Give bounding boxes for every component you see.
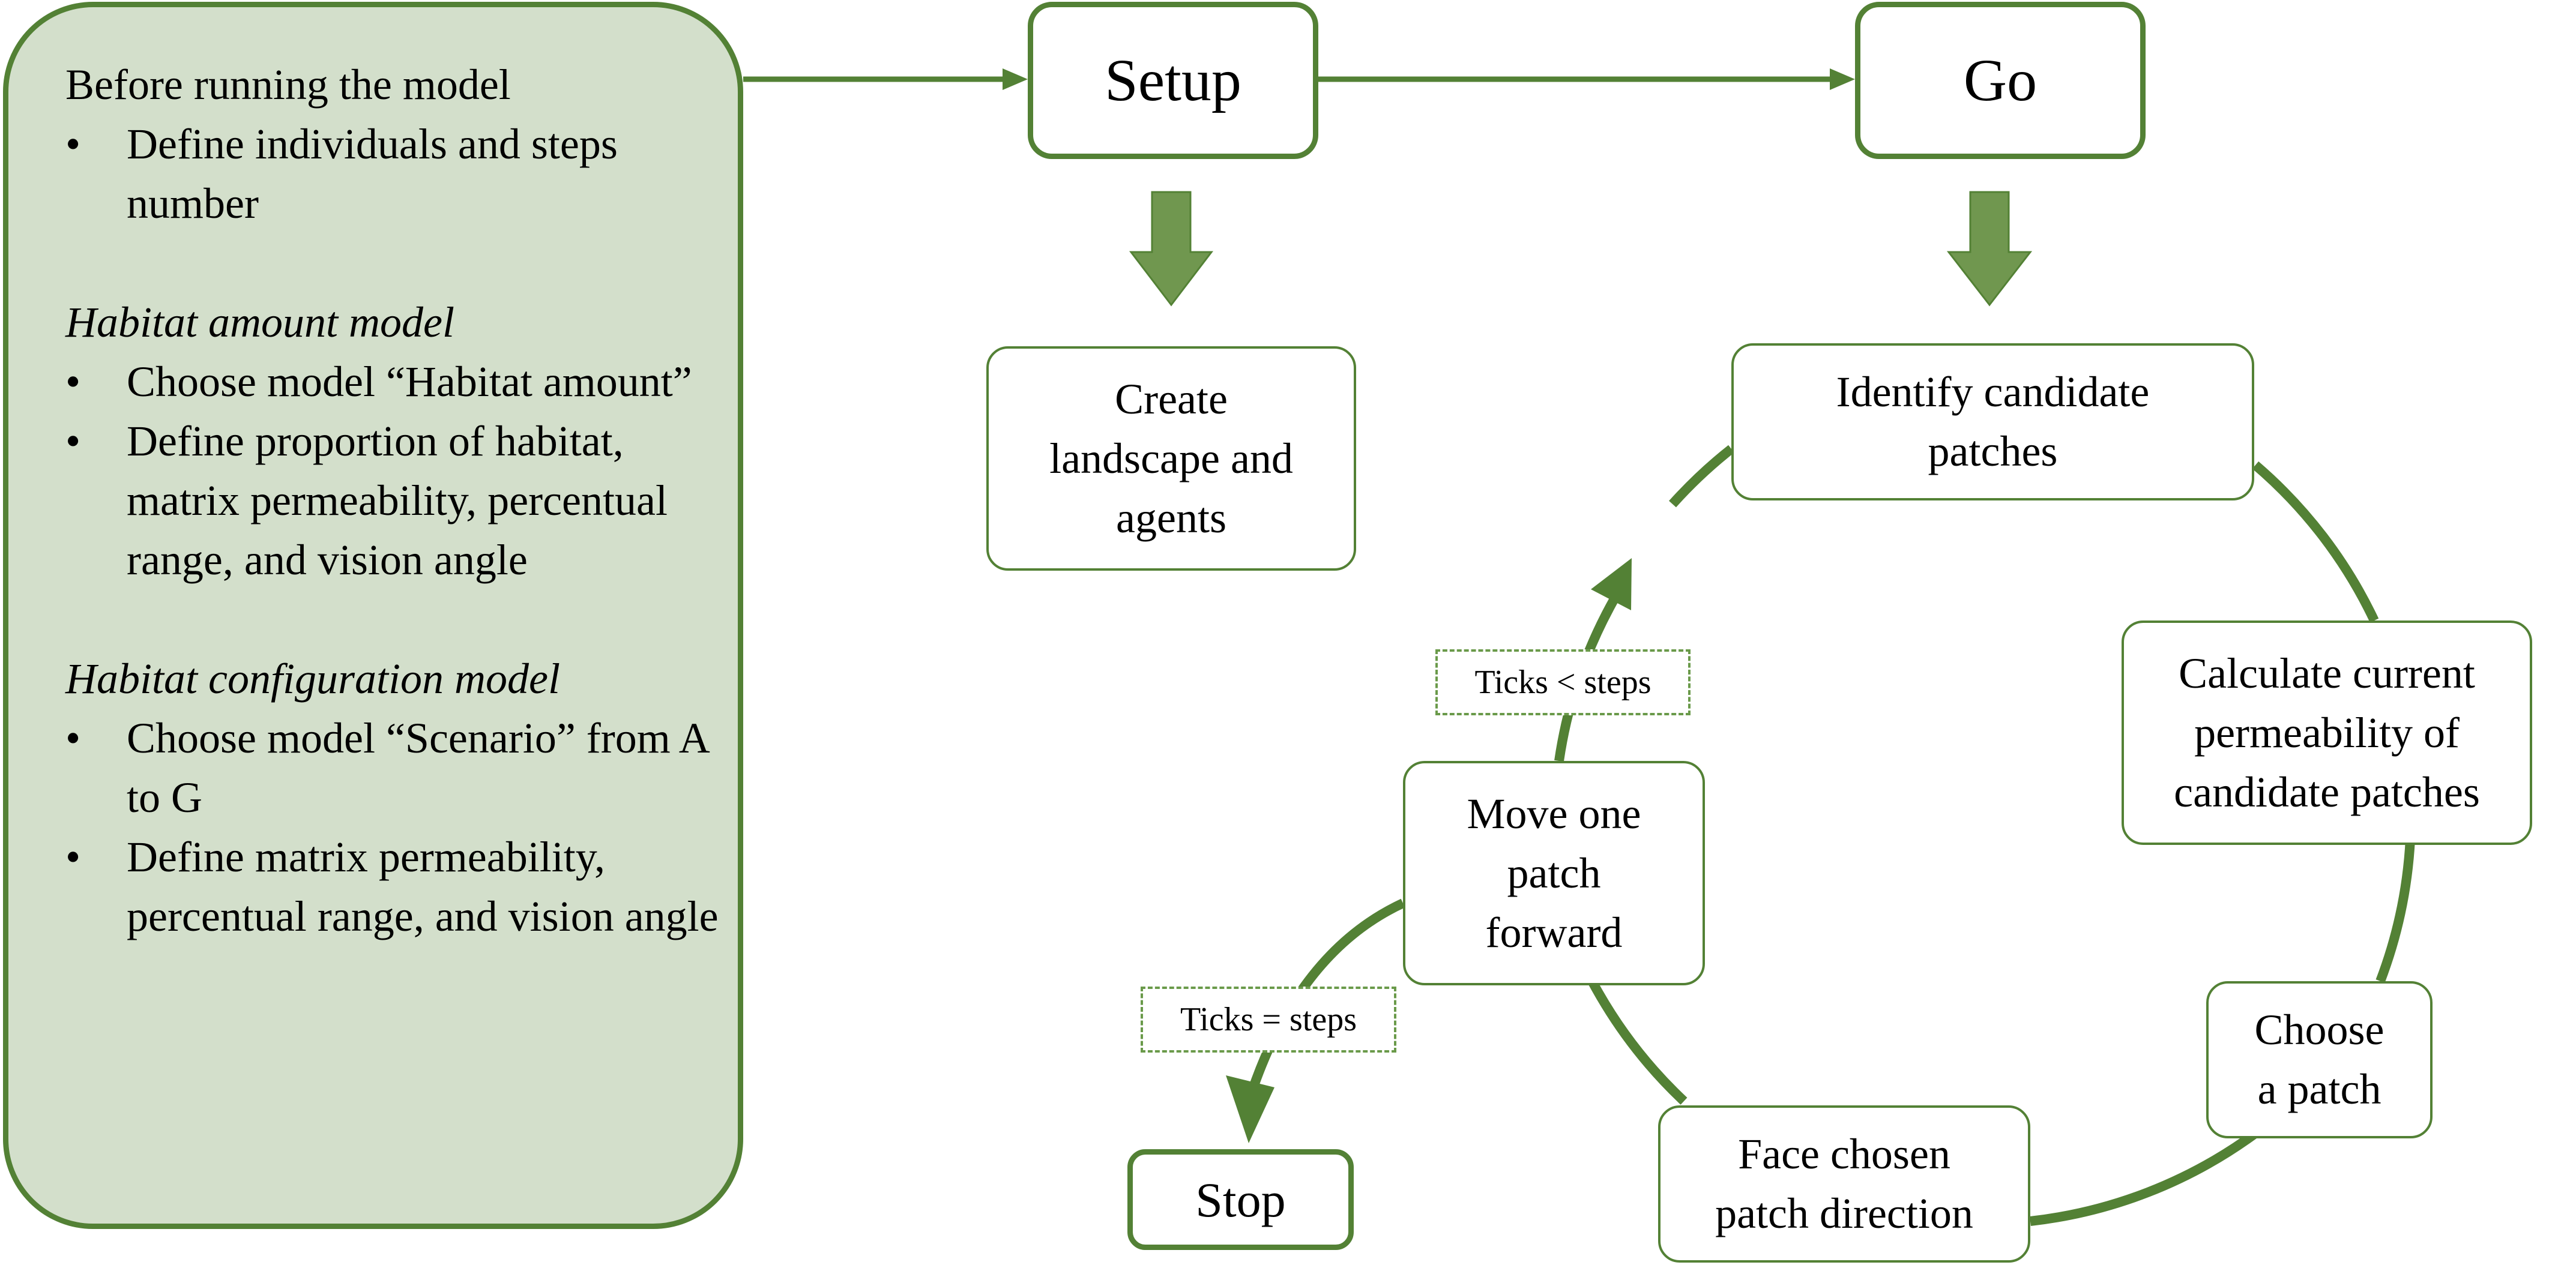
- habitat-configuration-heading: Habitat configuration model: [65, 655, 560, 703]
- habitat-amount-list: • Choose model “Habitat amount” • Define p…: [65, 352, 720, 590]
- node-line: patch direction: [1715, 1189, 1973, 1237]
- habitat-configuration-list: • Choose model “Scenario” from A to G • De…: [65, 709, 720, 946]
- setup-to-go-arrowhead: [1830, 68, 1855, 90]
- habitat-amount-heading: Habitat amount model: [65, 298, 454, 346]
- move-to-stop-connector: [1247, 898, 1405, 1094]
- setup-label: Setup: [1105, 47, 1241, 113]
- setup-down-block-arrow: [1129, 191, 1214, 307]
- node-line: candidate patches: [2174, 768, 2480, 816]
- bullet-marker: •: [65, 833, 81, 881]
- instructions-text: Before running the model • Define individ…: [65, 55, 720, 946]
- list-item-text: Define proportion of habitat, matrix per…: [127, 417, 668, 584]
- list-item-text: Define individuals and steps number: [127, 120, 618, 227]
- node-line: Identify candidate: [1836, 368, 2150, 416]
- condition-continue-label: Ticks < steps: [1435, 649, 1691, 715]
- setup-node: Setup: [1028, 2, 1318, 159]
- panel-intro: Before running the model: [65, 61, 511, 109]
- list-item: • Define proportion of habitat, matrix pe…: [65, 412, 720, 590]
- cycle-arc-into-identify: [1669, 445, 1734, 508]
- node-line: Move one: [1467, 789, 1641, 838]
- go-down-block-arrow: [1946, 191, 2033, 307]
- list-item-text: Choose model “Habitat amount”: [127, 358, 692, 406]
- list-item: • Choose model “Scenario” from A to G: [65, 709, 720, 828]
- list-item: • Define individuals and steps number: [65, 115, 720, 233]
- move-to-stop-arrowhead: [1226, 1075, 1274, 1143]
- calculate-permeability-node: Calculate current permeability of candid…: [2122, 620, 2532, 845]
- node-line: Face chosen: [1738, 1130, 1950, 1178]
- bullet-marker: •: [65, 417, 81, 465]
- condition-text: Ticks < steps: [1474, 664, 1651, 701]
- node-line: Create: [1115, 374, 1228, 423]
- move-forward-node: Move one patch forward: [1403, 761, 1705, 985]
- panel-to-setup-arrowhead: [1003, 68, 1028, 90]
- bullet-marker: •: [65, 714, 81, 762]
- node-line: a patch: [2257, 1065, 2381, 1113]
- identify-candidate-patches-node: Identify candidate patches: [1731, 343, 2254, 500]
- node-line: patches: [1928, 427, 2058, 475]
- list-item: • Choose model “Habitat amount”: [65, 352, 720, 412]
- list-item-text: Define matrix permeability, percentual r…: [127, 833, 719, 940]
- node-line: forward: [1485, 908, 1623, 957]
- stop-label: Stop: [1195, 1172, 1286, 1227]
- node-line: permeability of: [2194, 708, 2460, 757]
- node-line: patch: [1507, 849, 1601, 897]
- cycle-arrowhead: [1591, 558, 1632, 610]
- cycle-arc-choose-to-face: [2030, 1130, 2257, 1226]
- instructions-panel: Before running the model • Define individ…: [3, 2, 743, 1229]
- create-landscape-node: Create landscape and agents: [986, 346, 1356, 571]
- list-item-text: Choose model “Scenario” from A to G: [127, 714, 708, 822]
- face-patch-direction-node: Face chosen patch direction: [1658, 1105, 2030, 1263]
- node-line: agents: [1116, 493, 1226, 542]
- cycle-arc-face-to-move: [1587, 979, 1688, 1105]
- condition-text: Ticks = steps: [1180, 1001, 1357, 1038]
- bullet-marker: •: [65, 120, 81, 168]
- go-label: Go: [1963, 47, 2038, 113]
- node-line: landscape and: [1049, 434, 1293, 482]
- panel-intro-list: • Define individuals and steps number: [65, 115, 720, 233]
- go-node: Go: [1855, 2, 2146, 159]
- bullet-marker: •: [65, 358, 81, 406]
- stop-node: Stop: [1127, 1149, 1354, 1250]
- list-item: • Define matrix permeability, percentual …: [65, 828, 720, 946]
- node-line: Choose: [2254, 1006, 2384, 1054]
- condition-stop-label: Ticks = steps: [1141, 987, 1396, 1053]
- cycle-arc-calculate-to-choose: [2375, 838, 2415, 983]
- node-line: Calculate current: [2179, 649, 2475, 697]
- cycle-arc-identify-to-calculate: [2252, 461, 2379, 623]
- choose-patch-node: Choose a patch: [2206, 981, 2433, 1138]
